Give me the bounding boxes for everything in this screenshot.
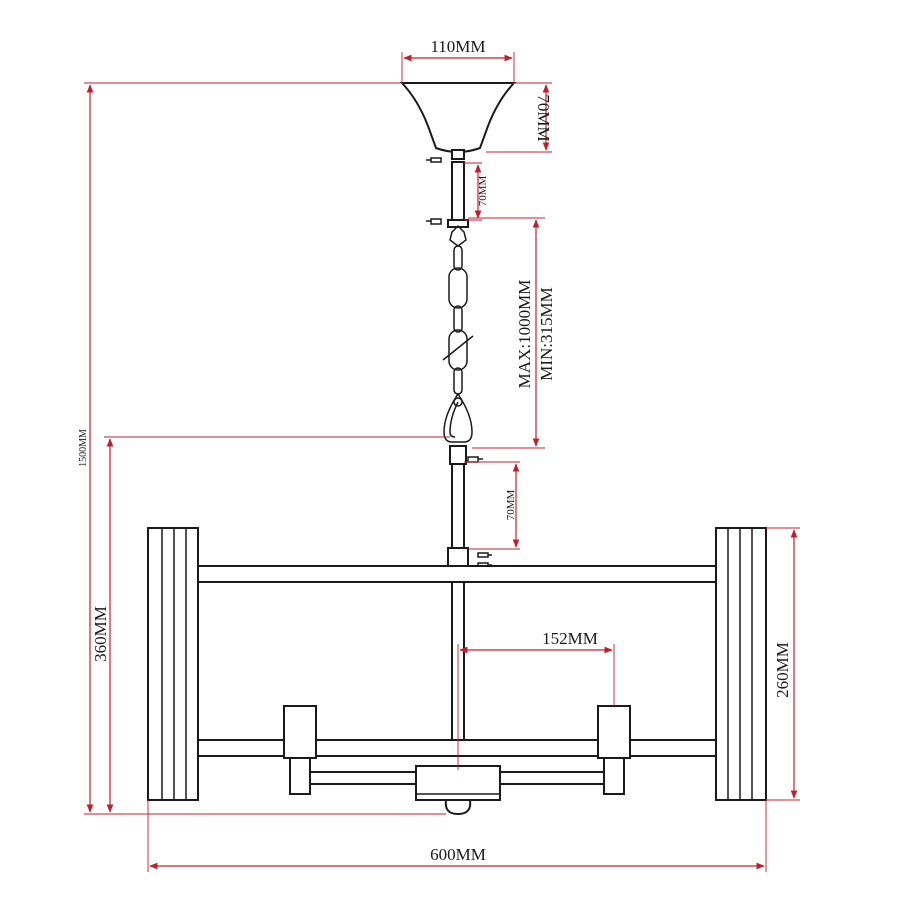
lower-rod-collar <box>447 547 469 567</box>
top-crossbar <box>197 565 717 583</box>
left-candle-socket <box>283 705 317 795</box>
canopy-height-label: 70MM <box>534 94 553 141</box>
dimension-labels: 110MM 70MM 70MM MAX:1000MM MIN:315MM 70M… <box>78 37 792 864</box>
top-rod <box>451 161 465 221</box>
hook-screw-icon <box>467 456 483 463</box>
chandelier-fixture <box>147 82 767 816</box>
collar-screw-icon <box>477 552 492 568</box>
right-arm <box>497 771 605 785</box>
right-candle-socket <box>597 705 631 795</box>
total-width-label: 600MM <box>430 845 486 864</box>
rod-screw-icon <box>426 218 442 225</box>
left-arm <box>309 771 419 785</box>
bottom-crossbar <box>197 739 717 757</box>
lower-rod-label: 70MM <box>505 490 517 521</box>
canopy-screw-icon <box>426 157 442 163</box>
arm-spacing-label: 152MM <box>542 629 598 648</box>
canopy-width-label: 110MM <box>430 37 485 56</box>
bottom-finial <box>444 799 472 816</box>
chain-max-label: MAX:1000MM <box>515 280 534 389</box>
dimension-lines <box>84 52 800 872</box>
total-height-label: 1500MM <box>78 429 89 467</box>
shade-height-label: 260MM <box>773 642 792 698</box>
left-ribbed-shade <box>147 527 199 801</box>
ceiling-canopy <box>399 82 517 153</box>
right-ribbed-shade <box>715 527 767 801</box>
hook-connector <box>449 445 467 465</box>
top-rod-label: 70MM <box>477 176 489 207</box>
central-hub <box>415 765 501 801</box>
body-height-label: 360MM <box>91 606 110 662</box>
chain <box>442 224 474 395</box>
lower-rod <box>451 463 465 551</box>
canopy-nut <box>451 149 465 160</box>
chain-min-label: MIN:315MM <box>537 287 556 381</box>
chain-hook <box>443 392 473 443</box>
